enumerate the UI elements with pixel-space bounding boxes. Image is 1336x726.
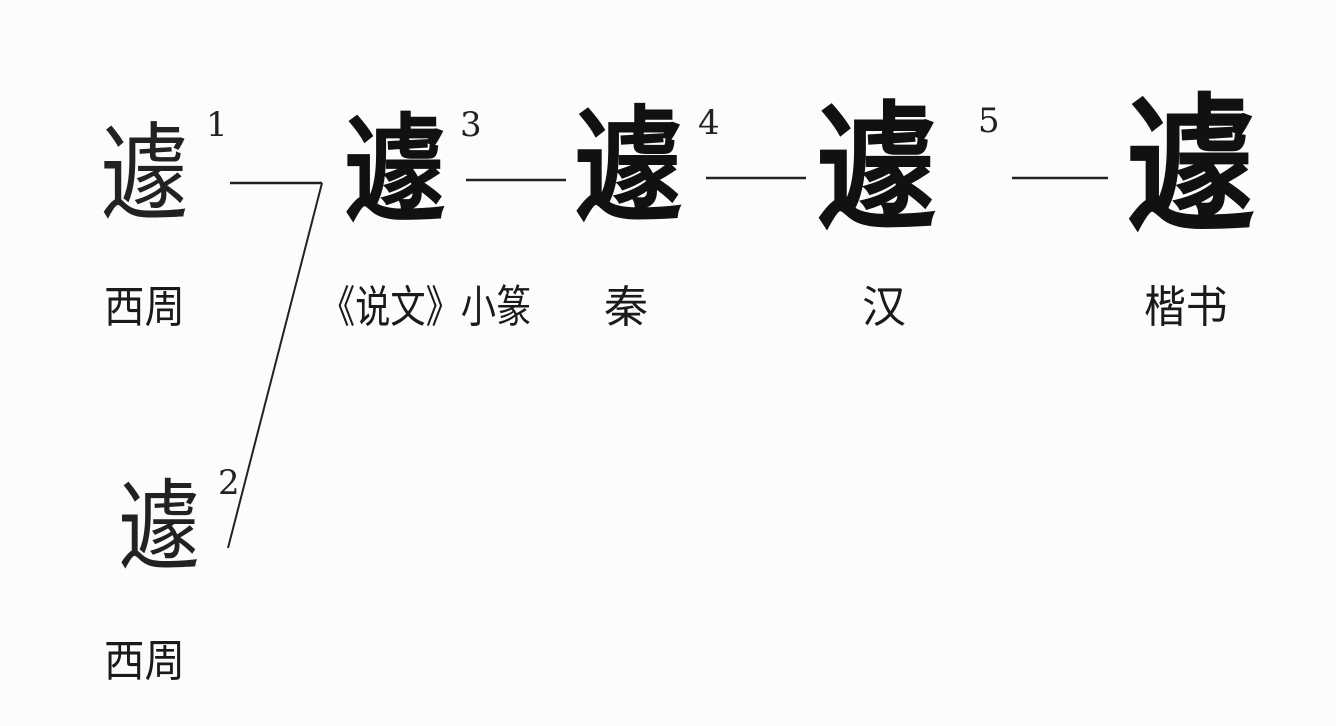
- stage-label-1: 西周: [104, 282, 185, 333]
- glyph-stage-4: 遽: [574, 93, 683, 241]
- stage-label-5: 汉: [862, 282, 906, 333]
- stage-label-2: 西周: [104, 636, 185, 687]
- stage-number-4: 4: [698, 103, 720, 143]
- stage-number-5: 5: [978, 101, 1000, 141]
- stage-number-1: 1: [206, 105, 228, 145]
- stage-label-4: 秦: [604, 282, 648, 333]
- stage-number-2: 2: [218, 463, 240, 503]
- glyph-stage-1: 遽: [100, 113, 189, 238]
- glyph-stage-5: 遽: [816, 88, 937, 252]
- stage-label-3: 《说文》小篆: [320, 282, 532, 333]
- glyph-stage-2: 遽: [118, 469, 200, 586]
- stage-label-kaishu: 楷书: [1144, 282, 1228, 333]
- glyph-stage-kaishu: 遽: [1126, 79, 1256, 255]
- connector-2-to-junction: [227, 182, 323, 549]
- stage-number-3: 3: [460, 105, 482, 145]
- glyph-stage-3: 遽: [344, 101, 446, 240]
